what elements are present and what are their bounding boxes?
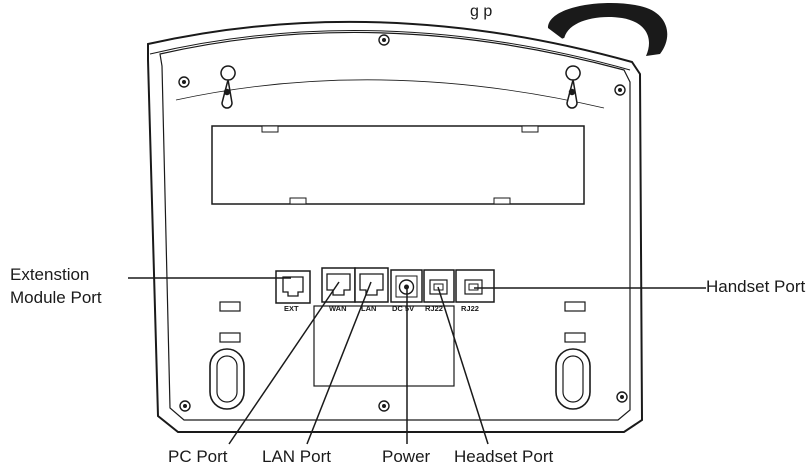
callout-handset-port: Handset Port	[706, 277, 805, 296]
wan-port-label: WAN	[329, 304, 347, 313]
ext-port: EXT	[275, 270, 311, 313]
vent-slots-left	[219, 301, 241, 343]
callout-lan-port: LAN Port	[262, 447, 331, 466]
headset-port: RJ22	[423, 269, 455, 313]
leader-pc	[228, 281, 340, 445]
power-port-label: DC 5V	[392, 304, 414, 313]
lan-port-label: LAN	[361, 304, 376, 313]
foot-right	[555, 348, 591, 410]
lan-port: LAN	[354, 267, 389, 313]
handset-port-label: RJ22	[461, 304, 479, 313]
callout-extension-line1: Extenstion	[10, 265, 89, 284]
callout-extension-line2: Module Port	[10, 288, 102, 307]
wan-port: WAN	[321, 267, 356, 313]
screw-bottom-left	[179, 400, 191, 412]
ext-port-label: EXT	[284, 304, 299, 313]
foot-left	[209, 348, 245, 410]
handset-port: RJ22	[455, 269, 495, 313]
leader-lan	[306, 281, 372, 445]
screw-bottom-center	[378, 400, 390, 412]
screw-top-left	[178, 76, 190, 88]
label-recess	[313, 305, 455, 387]
screw-top-right	[614, 84, 626, 96]
screw-top-center	[378, 34, 390, 46]
screw-bottom-right	[616, 391, 628, 403]
callout-power: Power	[382, 447, 431, 466]
keyhole-slot-left	[220, 65, 236, 109]
leader-lines	[128, 277, 706, 445]
handset-cradle-hook	[548, 2, 668, 56]
top-caption: g p	[470, 3, 492, 20]
phone-body	[147, 20, 644, 433]
vent-slots-right	[564, 301, 586, 343]
callout-pc-port: PC Port	[168, 447, 228, 466]
leader-headset	[437, 286, 489, 445]
keyhole-slot-right	[565, 65, 581, 109]
center-recess-panel	[211, 125, 585, 205]
callout-headset-port: Headset Port	[454, 447, 553, 466]
headset-port-label: RJ22	[425, 304, 443, 313]
